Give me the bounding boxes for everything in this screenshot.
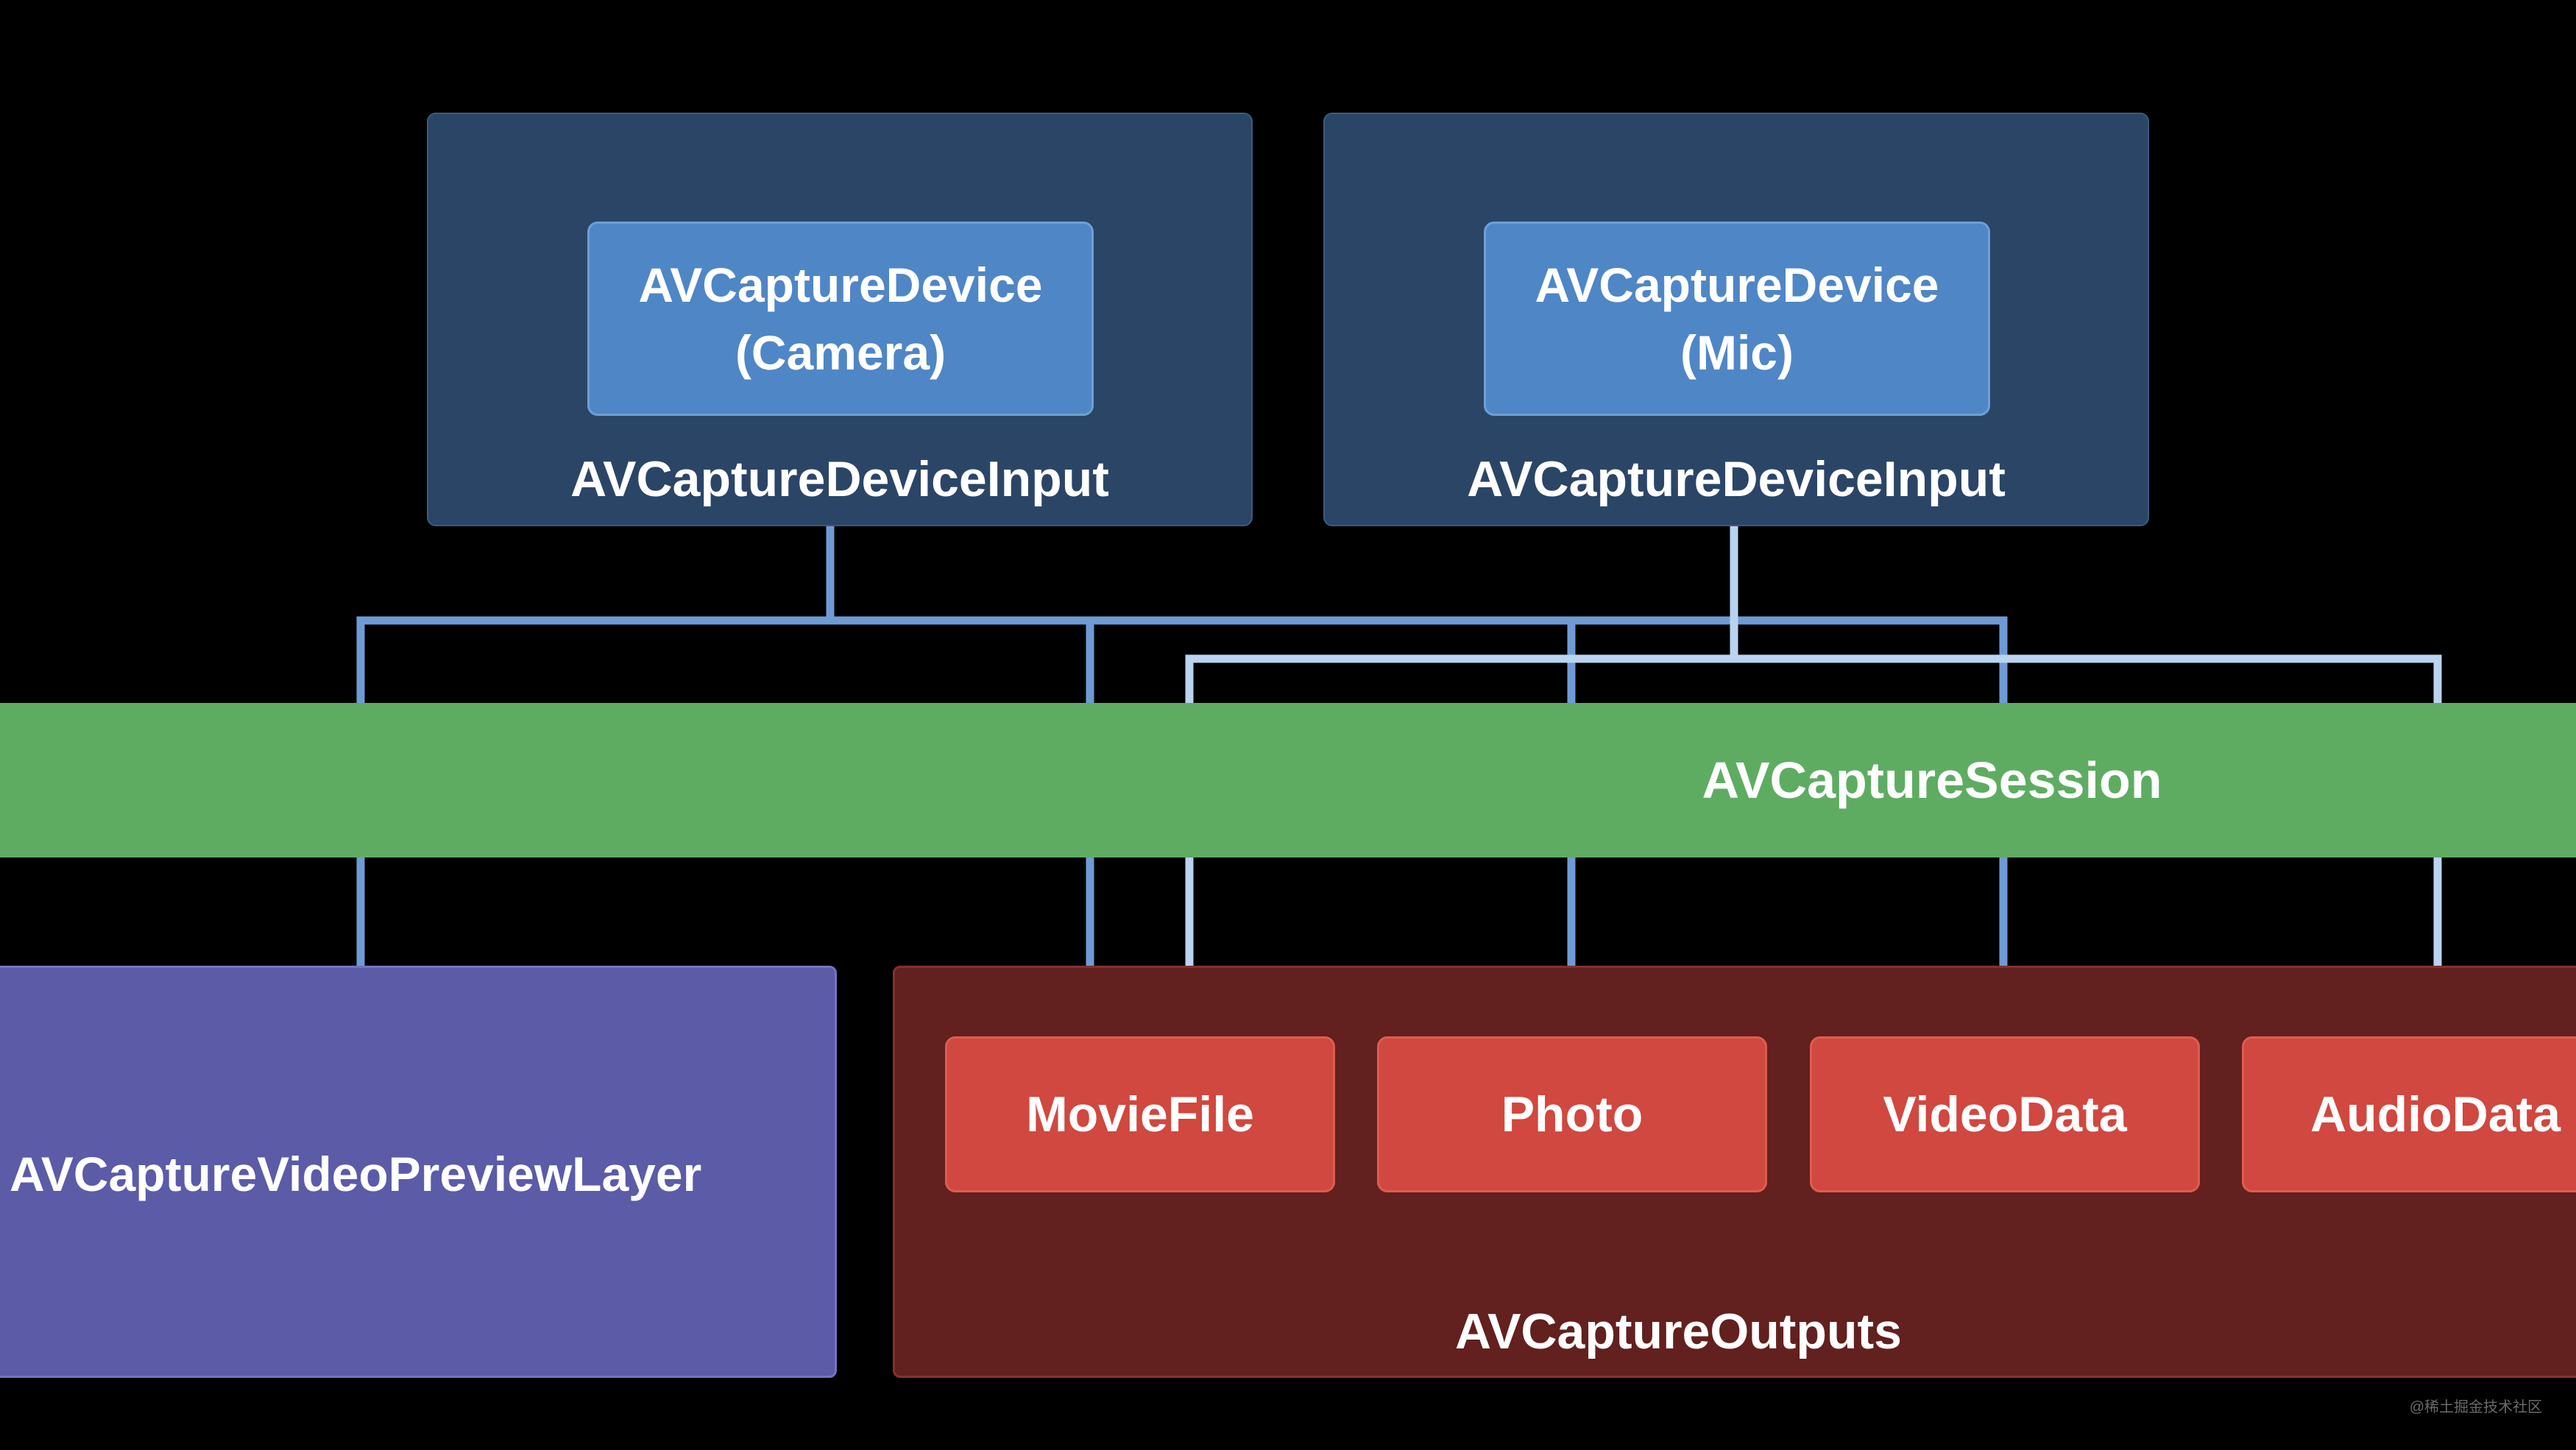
mic-device: AVCaptureDevice (Mic)	[1484, 222, 1990, 416]
watermark-text: @稀土掘金技术社区	[2409, 1399, 2542, 1415]
video-preview-layer: AVCaptureVideoPreviewLayer	[0, 966, 837, 1378]
output-videodata-label: VideoData	[1883, 1086, 2127, 1142]
video-preview-layer-label: AVCaptureVideoPreviewLayer	[10, 1147, 702, 1201]
output-photo: Photo	[1377, 1036, 1767, 1192]
mic-device-name: AVCaptureDevice	[1535, 258, 1939, 312]
capture-outputs-label: AVCaptureOutputs	[1455, 1304, 1902, 1359]
capture-session-label: AVCaptureSession	[1702, 751, 2162, 809]
capture-session-bar: AVCaptureSession	[0, 703, 2576, 857]
camera-device-kind: (Camera)	[735, 325, 946, 380]
camera-device-name: AVCaptureDevice	[638, 258, 1043, 312]
output-moviefile-label: MovieFile	[1026, 1086, 1254, 1142]
mic-input-label: AVCaptureDeviceInput	[1467, 451, 2006, 507]
mic-device-kind: (Mic)	[1680, 325, 1794, 380]
output-audiodata: AudioData	[2242, 1036, 2576, 1192]
camera-device: AVCaptureDevice (Camera)	[587, 222, 1094, 416]
capture-outputs: MovieFile Photo VideoData AudioData AVCa…	[893, 966, 2576, 1378]
mic-device-input: AVCaptureDevice (Mic) AVCaptureDeviceInp…	[1323, 113, 2149, 526]
output-photo-label: Photo	[1501, 1086, 1643, 1142]
output-moviefile: MovieFile	[945, 1036, 1335, 1192]
camera-input-label: AVCaptureDeviceInput	[570, 451, 1109, 507]
output-audiodata-label: AudioData	[2310, 1086, 2561, 1142]
output-videodata: VideoData	[1810, 1036, 2200, 1192]
camera-device-input: AVCaptureDevice (Camera) AVCaptureDevice…	[427, 113, 1253, 526]
